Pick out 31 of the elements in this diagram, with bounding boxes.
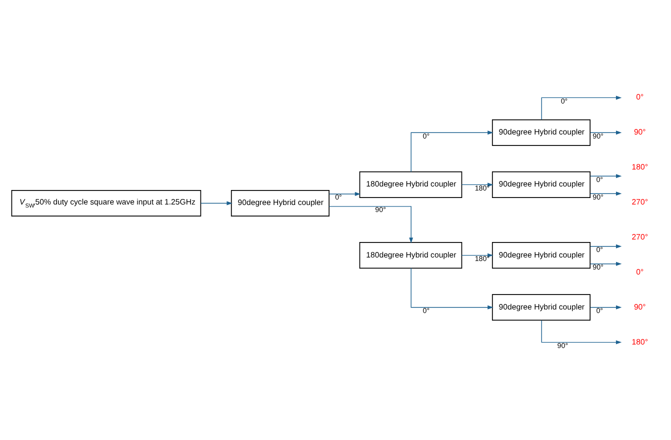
arrow: [590, 305, 622, 310]
node-box: 90degree Hybrid coupler: [492, 119, 591, 146]
arrow: [328, 192, 361, 196]
node-box: 90degree Hybrid coupler: [230, 190, 330, 216]
node-box: 180degree Hybrid coupler: [359, 171, 462, 198]
node-box: 90degree Hybrid coupler: [492, 242, 591, 269]
arrow: [200, 201, 232, 206]
node-text: 90°: [634, 128, 646, 137]
node-text: 270°: [632, 198, 648, 207]
node-box: 90degree Hybrid coupler: [492, 171, 591, 198]
arrow: [410, 268, 494, 310]
arrow: [590, 244, 622, 248]
arrow: [328, 206, 414, 244]
arrow: [590, 174, 622, 178]
node-box: 90degree Hybrid coupler: [492, 294, 591, 321]
node-box: 180degree Hybrid coupler: [359, 242, 462, 269]
arrow: [461, 253, 494, 258]
arrow: [590, 192, 622, 196]
arrow: [590, 262, 622, 266]
node-text: 180°: [632, 337, 648, 346]
arrow: [410, 130, 494, 172]
arrow: [590, 130, 622, 135]
node-text: 0°: [636, 267, 644, 276]
node-text: 180°: [632, 162, 648, 172]
node-text: 270°: [632, 232, 648, 242]
node-box: V$_{SW}$,50% duty cycle square wave input at 1.25GHz: [11, 190, 202, 216]
arrow: [541, 96, 622, 120]
node-text: 90°: [634, 302, 646, 312]
node-text: 0°: [636, 92, 644, 102]
arrow: [461, 182, 494, 187]
arrow: [541, 320, 622, 344]
